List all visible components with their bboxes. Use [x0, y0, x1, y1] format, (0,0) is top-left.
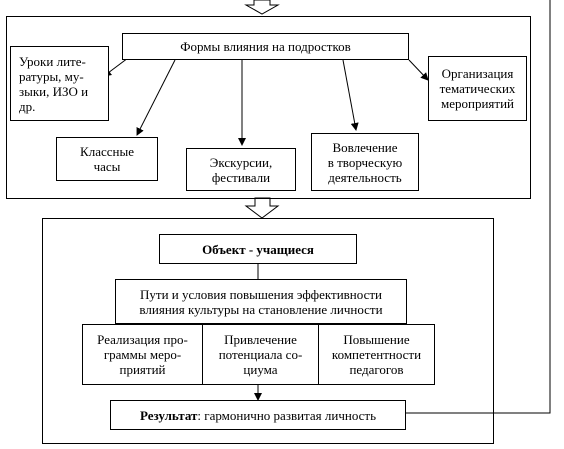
program-text: Реализация про- граммы меро- приятий [97, 332, 188, 377]
socium-box: Привлечение потенциала со- циума [202, 324, 319, 385]
result-text: : гармонично развитая личность [197, 407, 377, 423]
forms-title: Формы влияния на подростков [180, 39, 351, 54]
feedback-loop-line [406, 0, 551, 414]
class-hours-text: Классные часы [80, 144, 134, 174]
forms-title-box: Формы влияния на подростков [122, 33, 409, 60]
ways-box: Пути и условия повышения эффективности в… [115, 279, 407, 324]
top-hollow-arrow [244, 0, 280, 15]
program-box: Реализация про- граммы меро- приятий [82, 324, 203, 385]
involvement-box: Вовлечение в творческую деятельность [311, 133, 419, 191]
middle-hollow-arrow [244, 197, 280, 219]
events-text: Организация тематических мероприятий [439, 66, 516, 111]
excursions-text: Экскурсии, фестивали [209, 154, 273, 185]
object-box: Объект - учащиеся [159, 234, 357, 264]
class-hours-box: Классные часы [56, 137, 158, 181]
events-box: Организация тематических мероприятий [428, 56, 527, 121]
involvement-text: Вовлечение в творческую деятельность [327, 139, 403, 185]
result-box: Результат: гармонично развитая личность [110, 400, 406, 430]
result-label: Результат [139, 407, 198, 423]
excursions-box: Экскурсии, фестивали [186, 148, 296, 191]
forms-frame [6, 16, 531, 199]
arrow-to-involvement [342, 59, 359, 131]
ways-text: Пути и условия повышения эффективности в… [139, 286, 383, 317]
lessons-box: Уроки лите- ратуры, му- зыки, ИЗО и др. [10, 46, 109, 121]
competence-box: Повышение компетентности педагогов [318, 324, 435, 385]
competence-text: Повышение компетентности педагогов [331, 332, 422, 377]
lessons-text: Уроки лите- ратуры, му- зыки, ИЗО и др. [19, 53, 89, 114]
arrow-to-events [408, 59, 429, 81]
object-text: Объект - учащиеся [202, 241, 314, 257]
object-frame [42, 218, 494, 444]
arrow-to-class-hours [136, 59, 176, 136]
socium-text: Привлечение потенциала со- циума [218, 332, 303, 377]
